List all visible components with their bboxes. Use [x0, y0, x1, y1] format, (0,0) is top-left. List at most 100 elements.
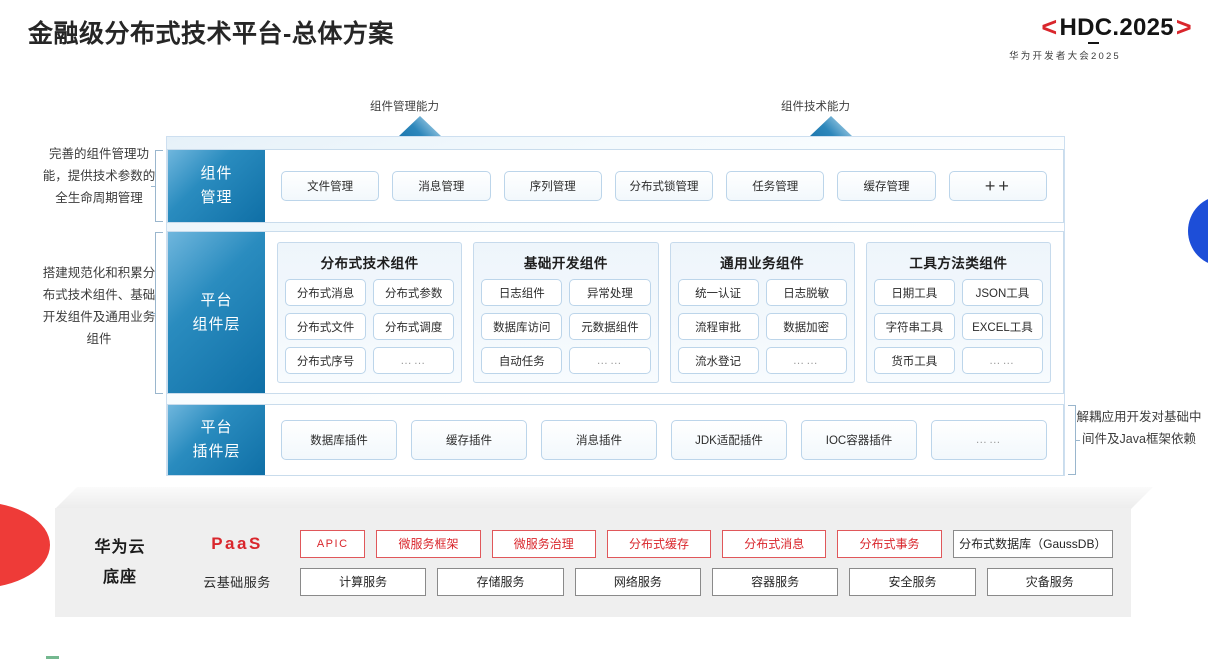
row-platform-component-layer: 平台 组件层 分布式技术组件分布式消息分布式参数分布式文件分布式调度分布式序号…… [167, 231, 1064, 394]
logo-right-bracket-icon: > [1175, 12, 1192, 42]
chip-group1-item2[interactable]: 数据库访问 [481, 313, 563, 340]
chip-group0-item5[interactable]: …… [373, 347, 455, 374]
chip-group2-item5[interactable]: …… [765, 347, 847, 374]
base-title-line2: 底座 [102, 568, 137, 586]
base-row-cloud: 云基础服务 计算服务存储服务网络服务容器服务安全服务灾备服务 [185, 567, 1113, 596]
chip-paas-1[interactable]: 微服务框架 [376, 529, 481, 558]
logo-subtitle: 华为开发者大会2025 [1009, 51, 1121, 62]
chip-group3-item0[interactable]: 日期工具 [873, 279, 955, 306]
chip-group3-item4[interactable]: 货币工具 [873, 347, 955, 374]
chip-management-2[interactable]: 序列管理 [503, 171, 602, 201]
component-group-title-1: 基础开发组件 [523, 256, 608, 271]
chip-group0-item2[interactable]: 分布式文件 [285, 313, 367, 340]
chip-group1-item0[interactable]: 日志组件 [481, 279, 563, 306]
component-group-title-3: 工具方法类组件 [909, 256, 1008, 271]
chip-paas-6[interactable]: 分布式数据库（GaussDB） [952, 529, 1114, 558]
chip-paas-4[interactable]: 分布式消息 [722, 529, 827, 558]
row-label-line2: 插件层 [192, 443, 241, 460]
chip-group2-item0[interactable]: 统一认证 [677, 279, 759, 306]
row-component-management: 组件 管理 文件管理消息管理序列管理分布式锁管理任务管理缓存管理 ＋＋ [167, 149, 1064, 223]
component-group-grid-0: 分布式消息分布式参数分布式文件分布式调度分布式序号…… [285, 279, 455, 375]
chip-management-1[interactable]: 消息管理 [392, 171, 491, 201]
chip-group1-item1[interactable]: 异常处理 [569, 279, 651, 306]
logo-left-bracket-icon: < [1041, 12, 1058, 42]
chip-paas-2[interactable]: 微服务治理 [491, 529, 596, 558]
chip-plugin-2[interactable]: 消息插件 [541, 420, 657, 460]
row-body-platform-component-layer: 分布式技术组件分布式消息分布式参数分布式文件分布式调度分布式序号……基础开发组件… [265, 232, 1063, 393]
chip-cloud-0[interactable]: 计算服务 [300, 567, 427, 596]
chip-group3-item5[interactable]: …… [961, 347, 1043, 374]
chip-cloud-1[interactable]: 存储服务 [437, 567, 564, 596]
row-label-line2: 组件层 [192, 315, 241, 333]
chip-group1-item3[interactable]: 元数据组件 [569, 313, 651, 340]
row-label-line2: 管理 [200, 189, 233, 206]
row-label-platform-component-layer: 平台 组件层 [168, 232, 265, 393]
chip-group2-item1[interactable]: 日志脱敏 [765, 279, 847, 306]
chip-group0-item4[interactable]: 分布式序号 [285, 347, 367, 374]
chip-group3-item2[interactable]: 字符串工具 [873, 313, 955, 340]
base-rows: PaaS APIC 微服务框架微服务治理分布式缓存分布式消息分布式事务分布式数据库… [185, 508, 1114, 617]
chip-management-4[interactable]: 任务管理 [726, 171, 825, 201]
base-title-line1: 华为云 [94, 538, 146, 556]
row-label-platform-plugin-layer: 平台 插件层 [168, 405, 265, 475]
side-note-left-bottom: 搭建规范化和积累分布式技术组件、基础开发组件及通用业务组件 [42, 266, 156, 346]
chip-cloud-4[interactable]: 安全服务 [849, 567, 976, 596]
chip-group1-item4[interactable]: 自动任务 [481, 347, 563, 374]
component-group-title-2: 通用业务组件 [720, 256, 805, 271]
component-group-grid-1: 日志组件异常处理数据库访问元数据组件自动任务…… [481, 279, 651, 375]
chip-cloud-3[interactable]: 容器服务 [711, 567, 839, 596]
chip-paas-0[interactable]: APIC [300, 529, 366, 558]
chip-paas-5[interactable]: 分布式事务 [837, 529, 942, 558]
component-group-0: 分布式技术组件分布式消息分布式参数分布式文件分布式调度分布式序号…… [277, 242, 463, 383]
row-label-line1: 平台 [200, 291, 233, 309]
chip-group1-item5[interactable]: …… [569, 347, 651, 374]
blue-lens-decoration [1188, 196, 1208, 266]
bracket-management [151, 150, 163, 222]
row-body-component-management: 文件管理消息管理序列管理分布式锁管理任务管理缓存管理 ＋＋ [265, 150, 1063, 222]
huawei-cloud-base-panel: 华为云 底座 PaaS APIC 微服务框架微服务治理分布式缓存分布式消息分布式事… [55, 508, 1131, 617]
side-note-right: 解耦应用开发对基础中间件及Java框架依赖 [1076, 410, 1202, 446]
bracket-plugin-right [1068, 405, 1080, 475]
row-label-component-management: 组件 管理 [168, 150, 265, 222]
base-row-label-paas: PaaS [211, 533, 263, 553]
row-label-line1: 平台 [200, 419, 233, 436]
chip-management-6[interactable]: ＋＋ [948, 171, 1047, 201]
chip-group0-item1[interactable]: 分布式参数 [373, 279, 455, 306]
green-dash-decoration [46, 656, 59, 659]
chip-plugin-4[interactable]: IOC容器插件 [801, 420, 917, 460]
cloud-chip-list: 计算服务存储服务网络服务容器服务安全服务灾备服务 [300, 567, 1113, 596]
page-title: 金融级分布式技术平台-总体方案 [28, 20, 394, 48]
chip-plugin-5[interactable]: …… [931, 420, 1047, 460]
chip-plugin-1[interactable]: 缓存插件 [411, 420, 527, 460]
chip-plugin-0[interactable]: 数据库插件 [281, 420, 397, 460]
chip-group2-item4[interactable]: 流水登记 [677, 347, 759, 374]
chip-group3-item3[interactable]: EXCEL工具 [961, 313, 1043, 340]
chip-management-0[interactable]: 文件管理 [281, 171, 380, 201]
chip-group2-item2[interactable]: 流程审批 [677, 313, 759, 340]
chip-group0-item3[interactable]: 分布式调度 [373, 313, 455, 340]
component-group-title-0: 分布式技术组件 [320, 256, 419, 271]
chip-group2-item3[interactable]: 数据加密 [765, 313, 847, 340]
side-note-left-top: 完善的组件管理功能，提供技术参数的全生命周期管理 [42, 147, 156, 205]
chip-plugin-3[interactable]: JDK适配插件 [671, 420, 787, 460]
chip-cloud-2[interactable]: 网络服务 [574, 567, 701, 596]
base-row-paas: PaaS APIC 微服务框架微服务治理分布式缓存分布式消息分布式事务分布式数据库… [185, 529, 1114, 558]
chip-group3-item1[interactable]: JSON工具 [961, 279, 1043, 306]
bracket-platform [151, 232, 163, 394]
component-group-1: 基础开发组件日志组件异常处理数据库访问元数据组件自动任务…… [473, 242, 659, 383]
row-label-line1: 组件 [200, 165, 233, 182]
chip-paas-3[interactable]: 分布式缓存 [606, 529, 712, 558]
component-group-grid-2: 统一认证日志脱敏流程审批数据加密流水登记…… [677, 279, 847, 375]
base-title: 华为云 底座 [55, 508, 185, 617]
chip-group0-item0[interactable]: 分布式消息 [285, 279, 367, 306]
row-platform-plugin-layer: 平台 插件层 数据库插件缓存插件消息插件 JDK适配插件 IOC容器插件 …… [167, 404, 1064, 476]
component-group-2: 通用业务组件统一认证日志脱敏流程审批数据加密流水登记…… [669, 242, 855, 383]
arrow-label-component-management: 组件管理能力 [370, 101, 439, 113]
logo-main-text: HDC.2025 [1059, 13, 1174, 44]
chip-management-3[interactable]: 分布式锁管理 [614, 171, 714, 201]
base-panel-top-bevel [55, 487, 1153, 509]
chip-management-5[interactable]: 缓存管理 [837, 171, 936, 201]
chip-cloud-5[interactable]: 灾备服务 [986, 567, 1113, 596]
